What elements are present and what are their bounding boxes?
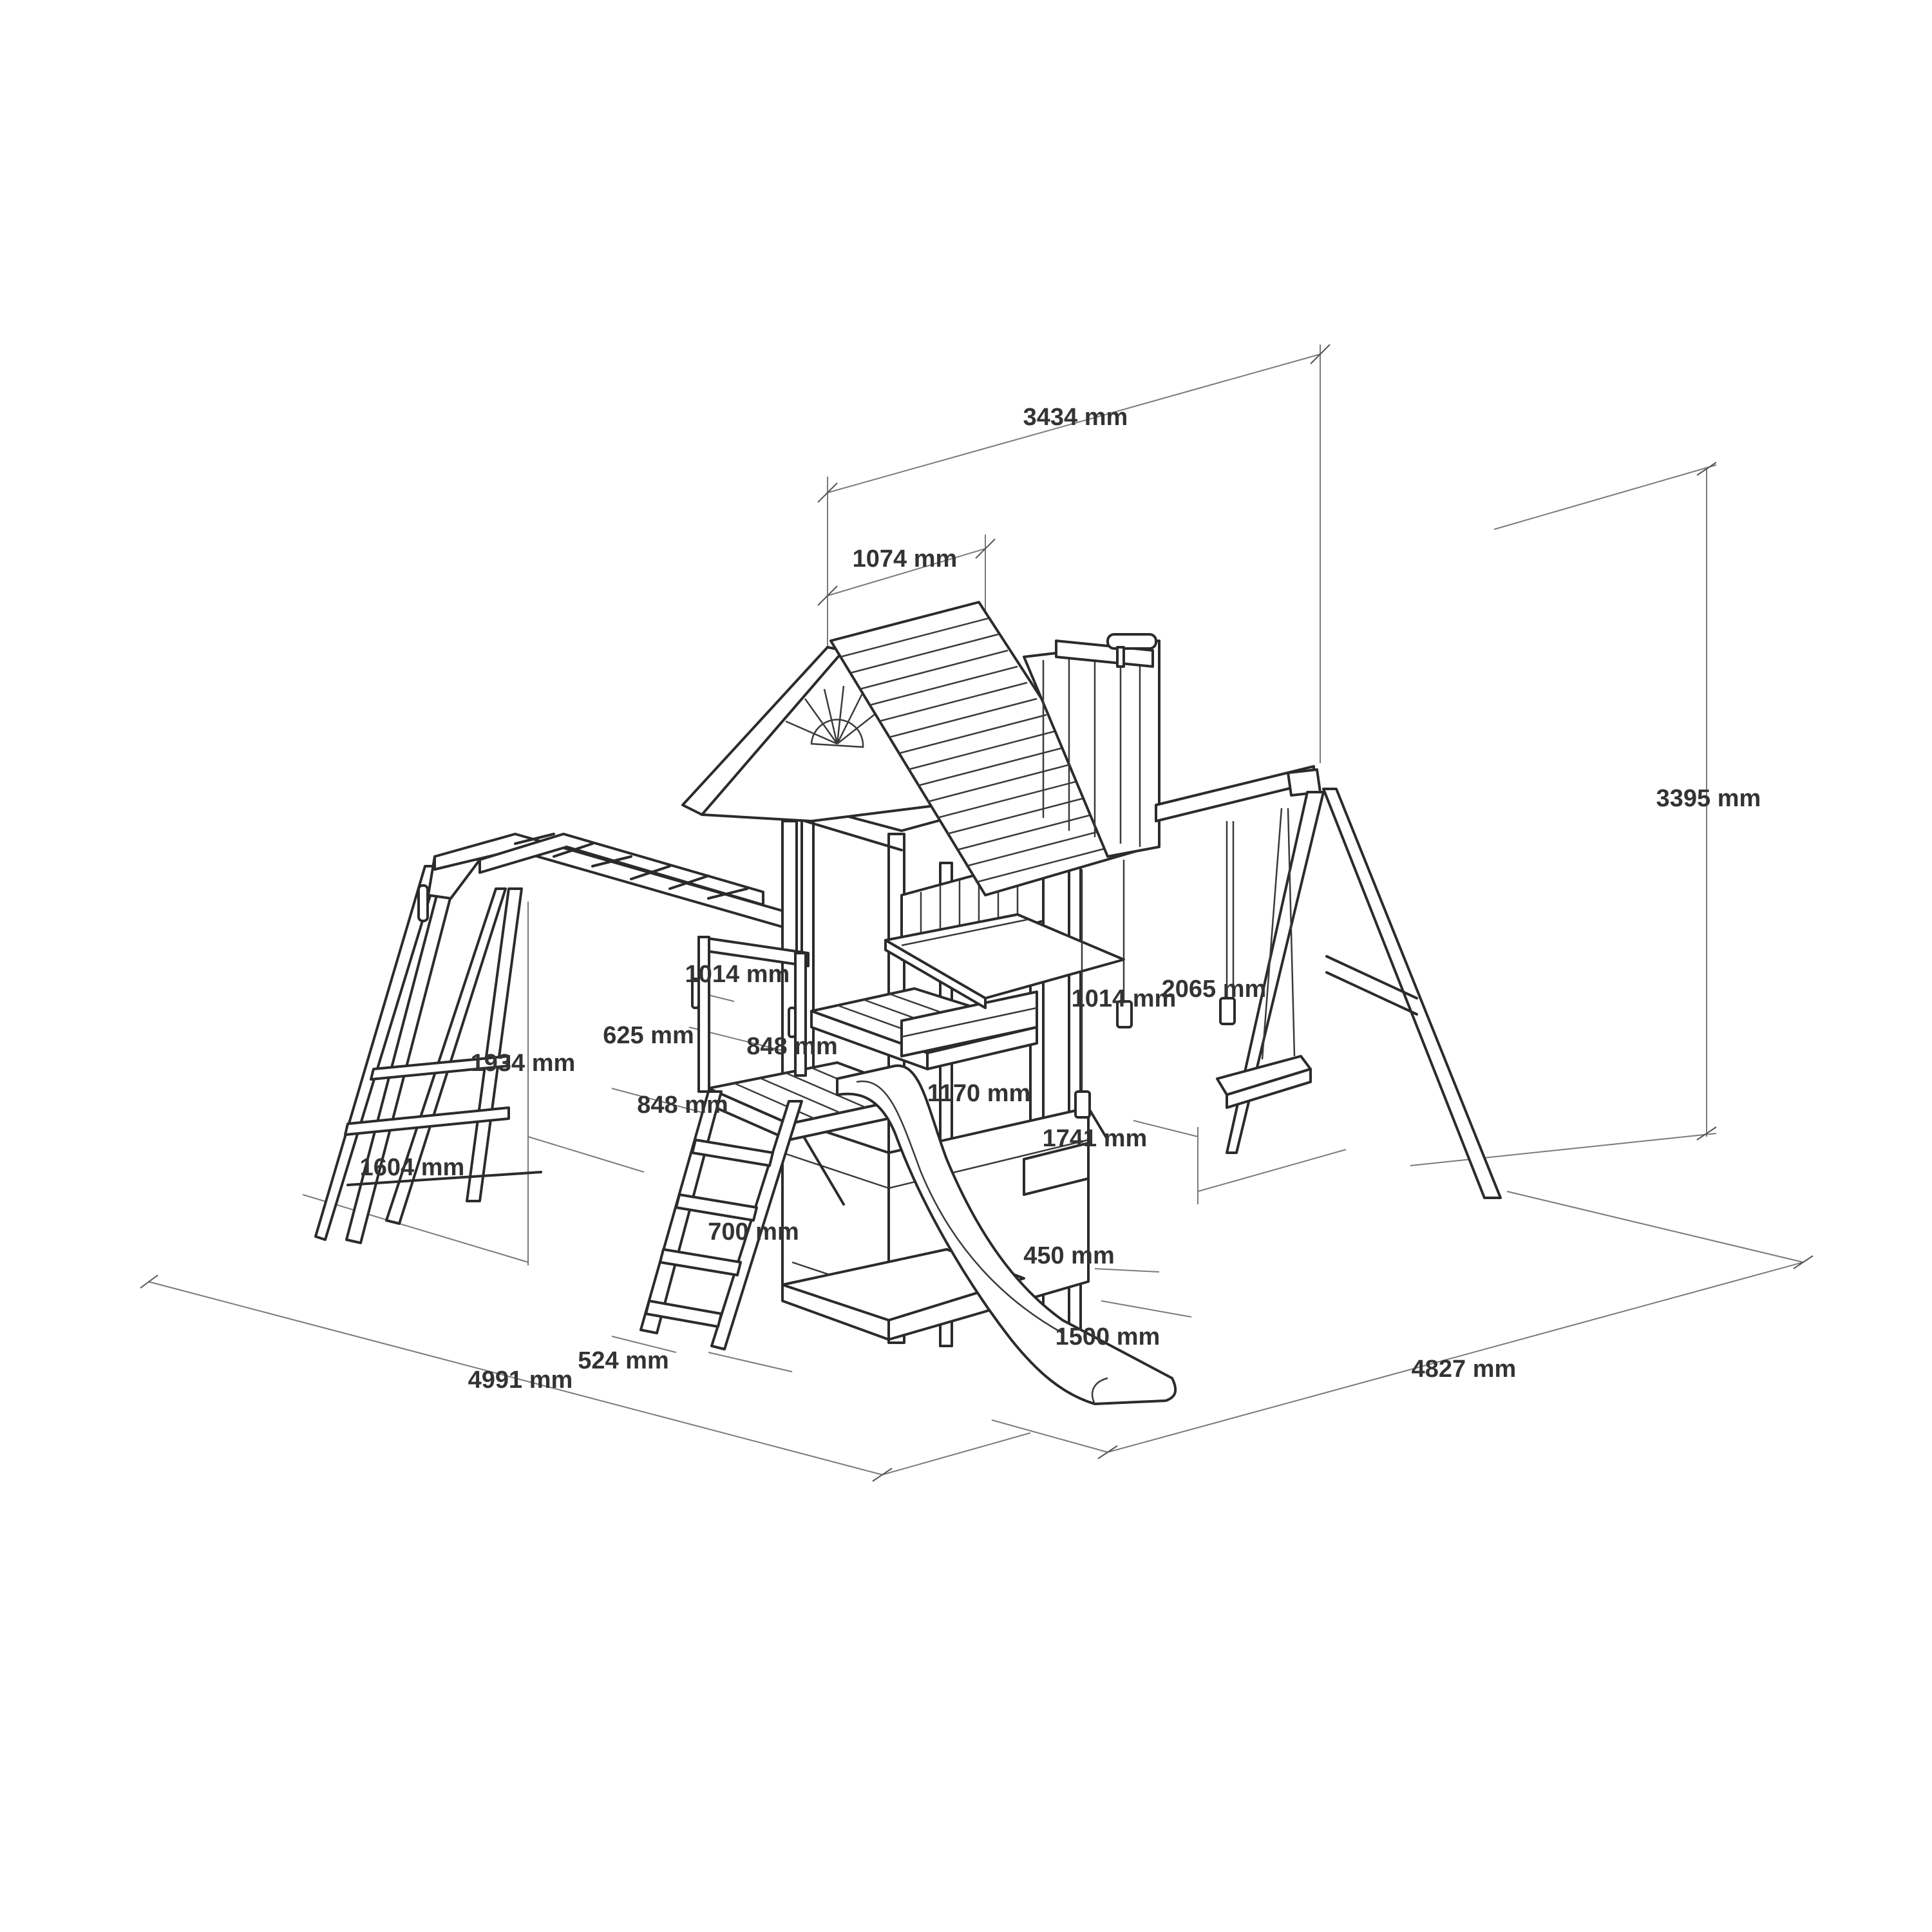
monkey-bar-base-label: 1604 mm — [360, 1154, 465, 1181]
dimension-labels: 3434 mm 1074 mm 3395 mm 1934 mm 1604 mm … — [360, 404, 1761, 1394]
upper-deck-width-label: 1014 mm — [685, 961, 790, 988]
overall-width-label: 4991 mm — [468, 1367, 573, 1394]
slide-width-label: 450 mm — [1023, 1242, 1115, 1269]
monkey-bars — [314, 833, 797, 1244]
swing-set — [1074, 765, 1502, 1199]
deck-front-label: 848 mm — [746, 1033, 838, 1060]
slide — [836, 1064, 1177, 1405]
roof-depth-label: 1074 mm — [853, 545, 958, 573]
deck-depth-label: 848 mm — [637, 1092, 728, 1119]
slide-length-label: 1500 mm — [1056, 1323, 1160, 1350]
upper-deck-depth-label: 1014 mm — [1072, 985, 1177, 1012]
overall-depth-label: 4827 mm — [1412, 1356, 1517, 1383]
monkey-bar-height-label: 1934 mm — [471, 1050, 576, 1077]
ladder-base-label: 524 mm — [578, 1347, 669, 1374]
lower-deck-height-label: 1170 mm — [927, 1080, 1031, 1107]
ladder — [639, 1090, 803, 1350]
dimension-lines — [140, 344, 1814, 1482]
swing-beam-label: 2065 mm — [1162, 976, 1267, 1003]
overall-height-label: 3395 mm — [1656, 785, 1761, 812]
deck-side-label: 625 mm — [603, 1022, 694, 1049]
ladder-height-label: 700 mm — [708, 1218, 799, 1245]
sandbox-height-label: 1741 mm — [1043, 1125, 1148, 1152]
roof-span-label: 3434 mm — [1023, 404, 1128, 431]
tower — [681, 601, 1160, 1347]
